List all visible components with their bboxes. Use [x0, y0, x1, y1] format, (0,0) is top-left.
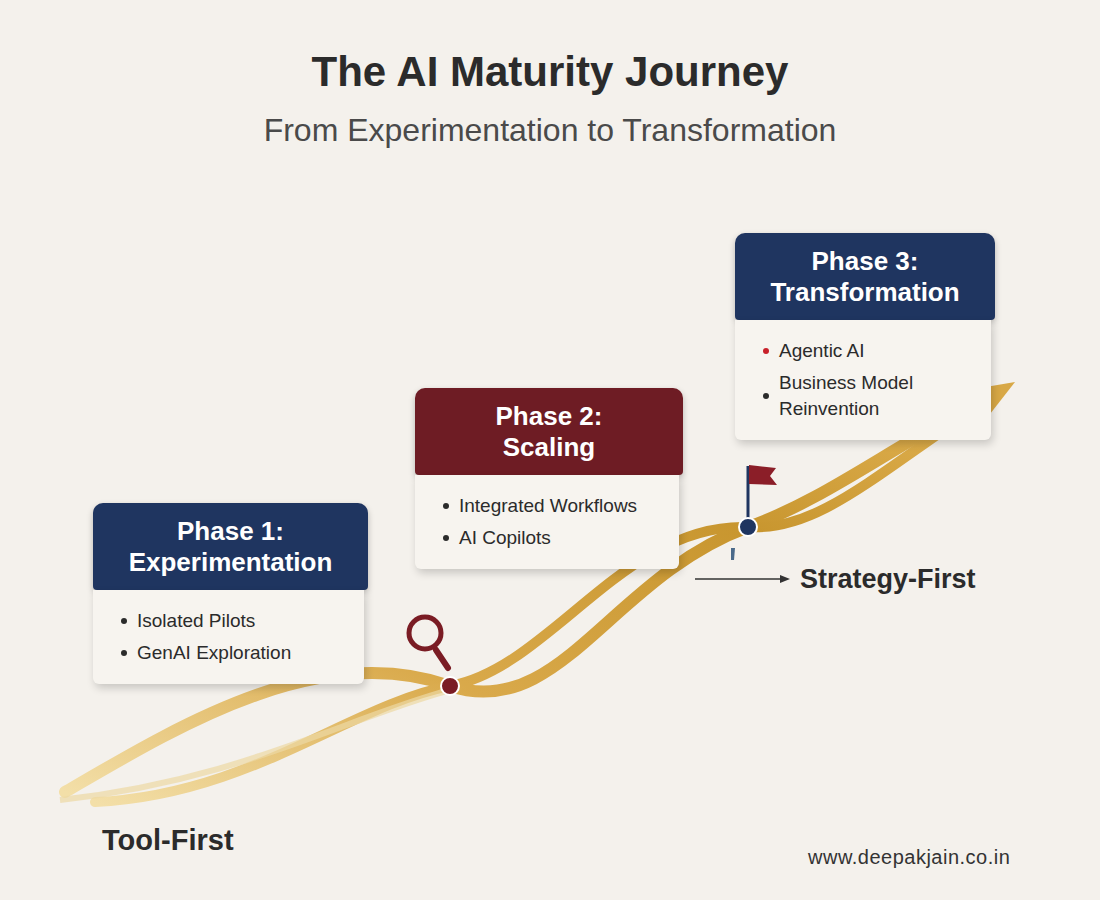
- bullet-text: AI Copilots: [459, 525, 551, 551]
- bullet-item: AI Copilots: [443, 525, 665, 551]
- bullet-item: Isolated Pilots: [121, 608, 350, 634]
- magnifier-handle: [436, 650, 448, 668]
- bullet-dot: [121, 618, 127, 624]
- bullet-item: Agentic AI: [763, 338, 977, 364]
- bullet-dot: [121, 650, 127, 656]
- bullet-dot: [763, 348, 769, 354]
- bullet-item: Integrated Workflows: [443, 493, 665, 519]
- milestone-dot: [441, 677, 459, 695]
- bullet-dot: [443, 535, 449, 541]
- bullet-dot: [443, 503, 449, 509]
- gold-path-strand: [65, 398, 990, 792]
- diagram-title: The AI Maturity Journey: [0, 48, 1100, 96]
- leader-line: [695, 578, 782, 580]
- milestone-dot: [739, 518, 757, 536]
- phase-title: Phase 3: Transformation: [750, 246, 980, 308]
- bullet-dot: [763, 393, 769, 399]
- phase-title: Phase 1: Experimentation: [116, 516, 346, 578]
- phase-body: Integrated Workflows AI Copilots: [415, 475, 679, 569]
- bullet-text: Agentic AI: [779, 338, 865, 364]
- phase-box: Phase 1: ExperimentationIsolated PilotsG…: [93, 503, 368, 684]
- phase-title: Phase 2: Scaling: [464, 401, 634, 463]
- bullet-text: Integrated Workflows: [459, 493, 637, 519]
- magnifier-icon: [409, 617, 441, 649]
- phase-body: Agentic AI Business Model Reinvention: [735, 320, 991, 440]
- axis-label: Tool-First: [102, 824, 234, 857]
- bullet-text: Isolated Pilots: [137, 608, 255, 634]
- small-marker: [731, 548, 735, 560]
- phase-body: Isolated PilotsGenAI Exploration: [93, 590, 364, 684]
- leader-arrowhead: [780, 575, 790, 583]
- bullet-item: GenAI Exploration: [121, 640, 350, 666]
- phase-header: Phase 3: Transformation: [735, 233, 995, 320]
- bullet-item: Business Model Reinvention: [763, 370, 977, 422]
- phase-box: Phase 3: TransformationAgentic AI Busines…: [735, 233, 995, 440]
- bullet-text: GenAI Exploration: [137, 640, 291, 666]
- phase-box: Phase 2: ScalingIntegrated Workflows AI C…: [415, 388, 683, 569]
- flag: [749, 465, 777, 485]
- subtitle: From Experimentation to Transformation: [0, 112, 1100, 149]
- watermark: www.deepakjain.co.in: [808, 846, 1010, 869]
- axis-label: Strategy-First: [800, 564, 976, 595]
- gold-path-highlight: [60, 690, 450, 800]
- phase-header: Phase 2: Scaling: [415, 388, 683, 475]
- bullet-text: Business Model Reinvention: [779, 370, 977, 422]
- phase-header: Phase 1: Experimentation: [93, 503, 368, 590]
